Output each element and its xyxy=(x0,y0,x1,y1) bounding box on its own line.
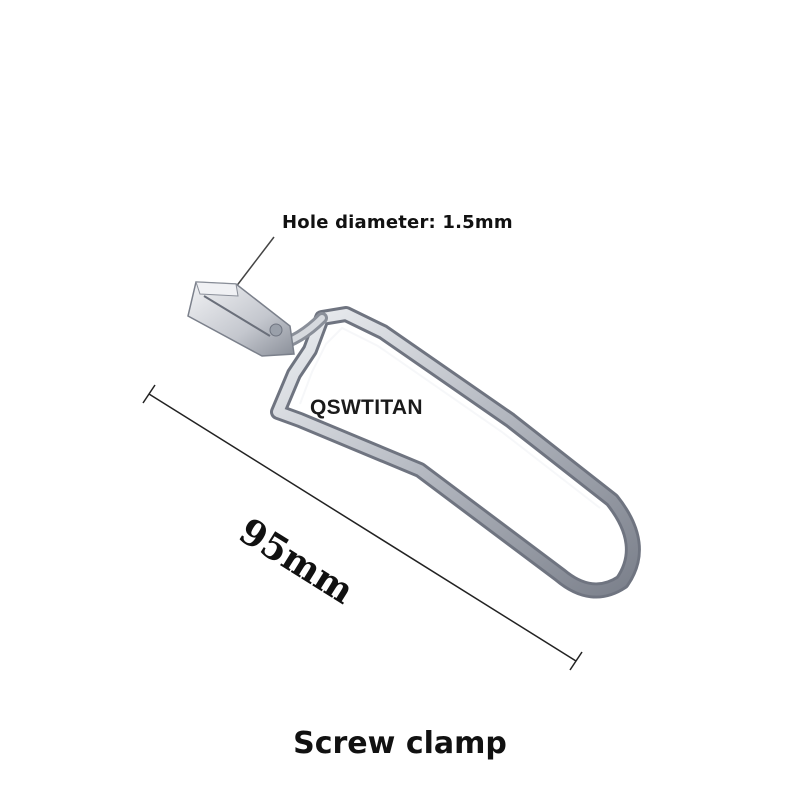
screw-hole xyxy=(269,323,283,337)
product-caption: Screw clamp xyxy=(293,726,507,761)
clamp-body xyxy=(270,306,641,599)
callout-leader-line xyxy=(231,236,275,293)
hole-diameter-callout: Hole diameter: 1.5mm xyxy=(282,212,513,233)
hole-tab xyxy=(187,281,295,357)
brand-watermark: QSWTITAN xyxy=(310,396,423,419)
dimension-line xyxy=(142,384,583,671)
